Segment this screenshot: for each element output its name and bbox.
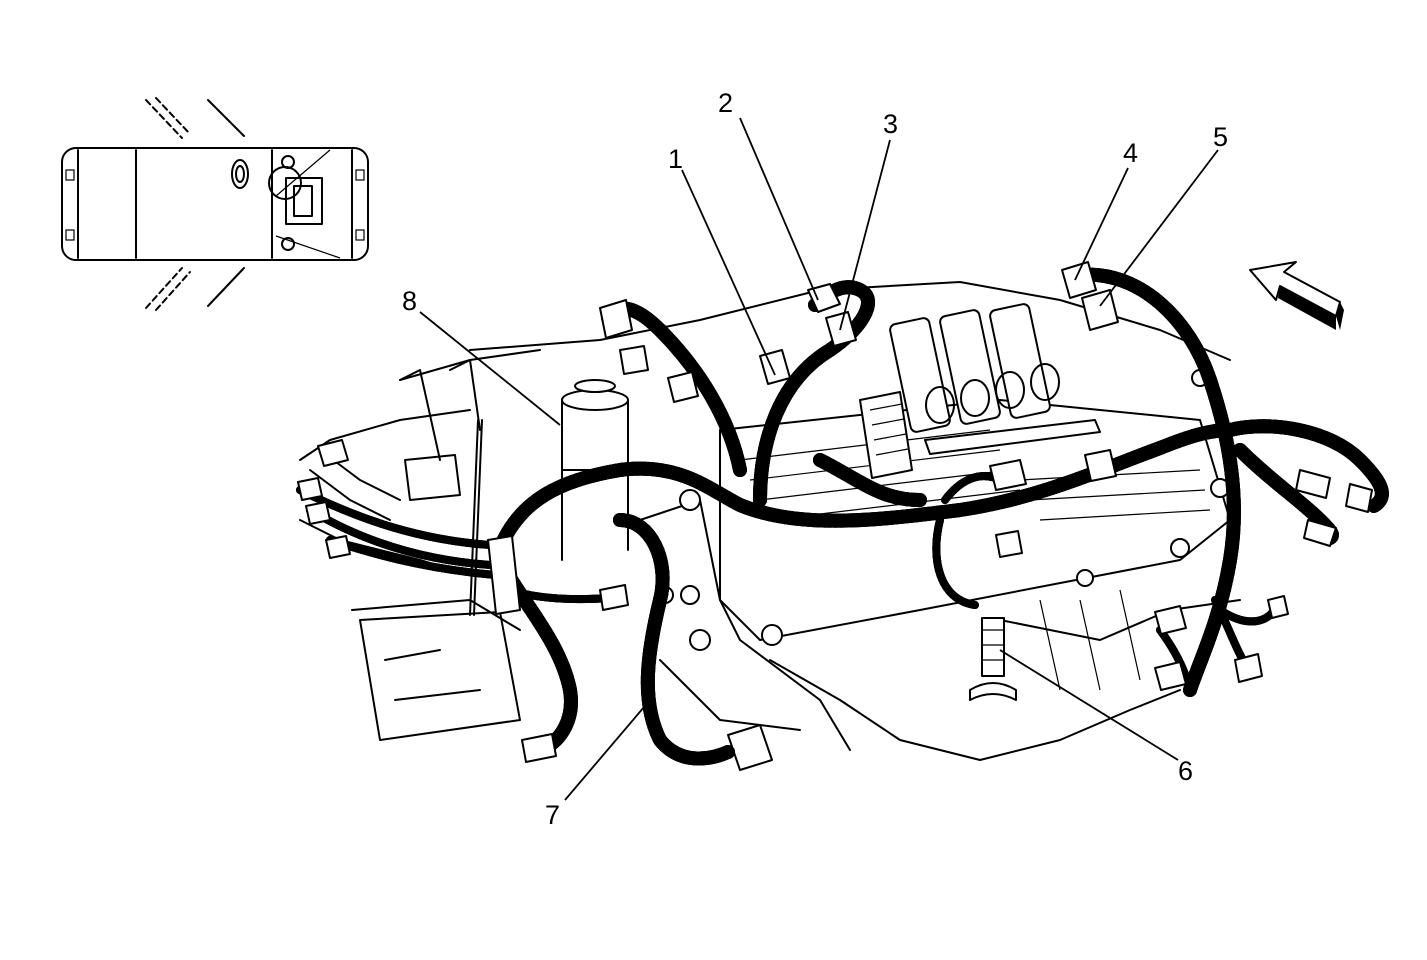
leader-1 bbox=[681, 169, 776, 376]
ignition-coil-packs bbox=[889, 303, 1060, 433]
callout-leaders bbox=[419, 117, 1219, 801]
front-direction-arrow-icon bbox=[1249, 261, 1344, 330]
electrical-connectors bbox=[297, 261, 1373, 763]
callout-1: 1 bbox=[668, 144, 683, 174]
leader-8 bbox=[419, 311, 561, 426]
callout-6: 6 bbox=[1178, 756, 1193, 786]
vehicle-locator-icon bbox=[61, 97, 369, 311]
leader-5 bbox=[1099, 149, 1219, 307]
canister-component bbox=[561, 379, 629, 561]
leader-7 bbox=[564, 699, 651, 801]
callout-4: 4 bbox=[1123, 138, 1138, 168]
leader-4 bbox=[1074, 167, 1129, 281]
leader-3 bbox=[839, 139, 891, 331]
callout-labels: 1 2 3 4 5 6 7 8 bbox=[402, 88, 1228, 830]
sensor-component bbox=[969, 617, 1017, 701]
callout-7: 7 bbox=[545, 800, 560, 830]
callout-2: 2 bbox=[718, 88, 733, 118]
callout-8: 8 bbox=[402, 286, 417, 316]
leader-2 bbox=[739, 117, 819, 301]
callout-3: 3 bbox=[883, 109, 898, 139]
callout-5: 5 bbox=[1213, 122, 1228, 152]
leader-6 bbox=[999, 649, 1179, 761]
